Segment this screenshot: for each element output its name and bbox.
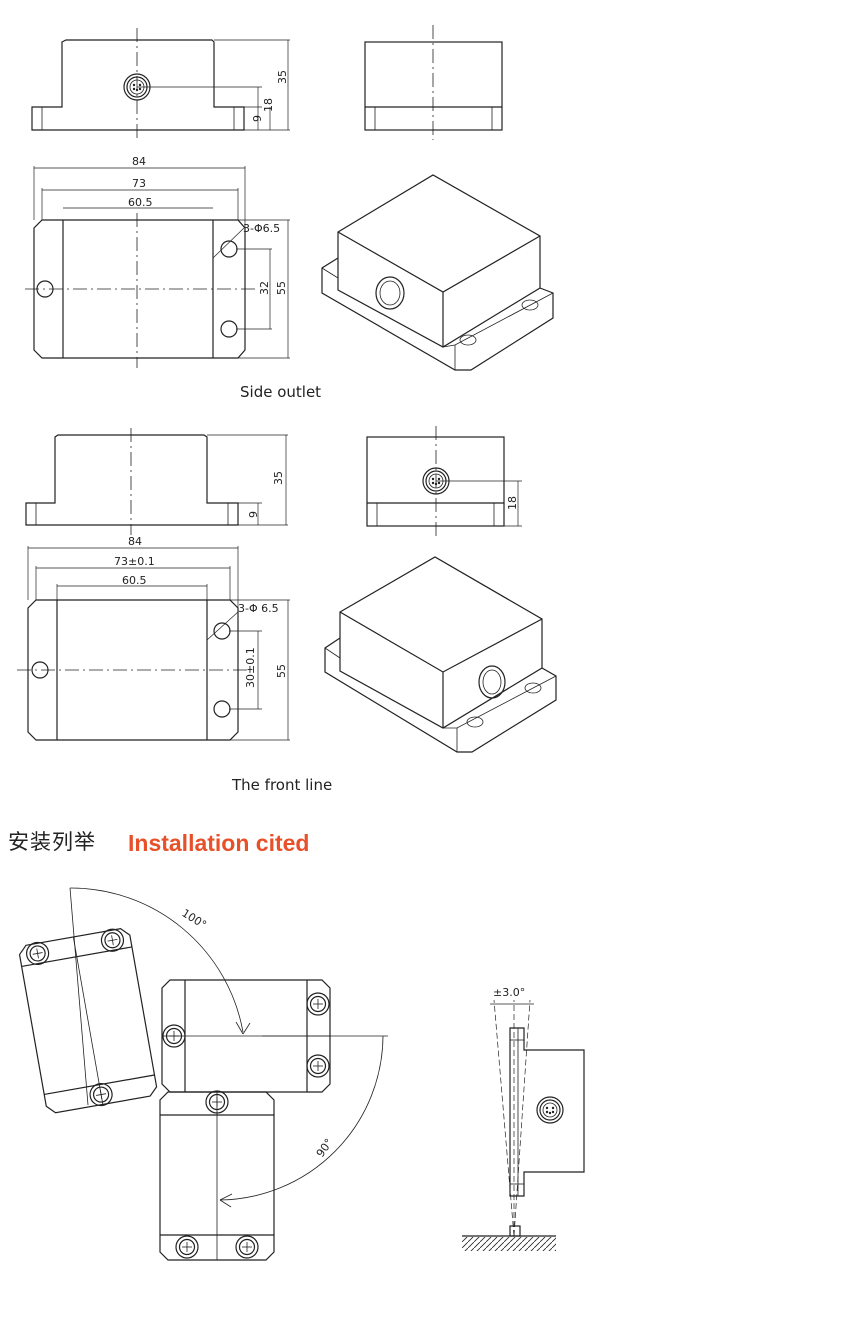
dim-height-18: 18	[262, 98, 275, 112]
side-outlet-isometric	[321, 174, 554, 371]
dim-height-55: 55	[275, 281, 288, 295]
dim-height-9: 9	[251, 115, 264, 122]
dim-width-84: 84	[128, 535, 142, 548]
front-line-front-view: 35 9	[25, 428, 288, 535]
dim-spacing-30: 30±0.1	[244, 647, 257, 688]
caption-side-outlet: Side outlet	[240, 383, 322, 401]
dim-width-84: 84	[132, 155, 146, 168]
screw-icon	[306, 992, 330, 1016]
dim-width-73: 73	[132, 177, 146, 190]
dim-spacing-32: 32	[258, 281, 271, 295]
section-title-chinese: 安装列举	[8, 830, 96, 854]
dim-width-73: 73±0.1	[114, 555, 155, 568]
angle-90-label: 90°	[314, 1136, 336, 1159]
screw-icon	[205, 1090, 229, 1114]
dim-height-18: 18	[506, 496, 519, 510]
side-outlet-front-view: 35 18 9	[31, 28, 290, 140]
installation-tilt-diagram: ±3.0°	[462, 986, 585, 1251]
caption-front-line: The front line	[232, 776, 333, 794]
tilt-angle-label: ±3.0°	[493, 986, 525, 999]
dim-width-60-5: 60.5	[122, 574, 147, 587]
front-line-isometric	[324, 556, 557, 753]
dim-height-35: 35	[276, 70, 289, 84]
front-line-side-view: 18	[366, 426, 522, 536]
dim-hole-dia: 3-Φ6.5	[243, 222, 280, 235]
connector-icon	[536, 1096, 564, 1124]
dim-hole-dia: 3-Φ 6.5	[238, 602, 279, 615]
front-line-top-view: 84 73±0.1 60.5 3-Φ 6.5 30±0.1 55	[17, 535, 290, 741]
screw-icon	[235, 1235, 259, 1259]
side-outlet-side-view	[364, 25, 503, 140]
screw-icon	[162, 1024, 186, 1048]
section-title-english: Installation cited	[128, 830, 310, 856]
angle-100-label: 100°	[179, 907, 208, 932]
dim-height-55: 55	[275, 664, 288, 678]
dim-width-60-5: 60.5	[128, 196, 153, 209]
installation-rotation-diagram: 100° 90°	[18, 887, 388, 1261]
screw-icon	[306, 1054, 330, 1078]
dim-height-9: 9	[247, 511, 260, 518]
side-outlet-top-view: 84 73 60.5 3-Φ6.5 32 55	[25, 155, 290, 368]
dim-height-35: 35	[272, 471, 285, 485]
screw-icon	[175, 1235, 199, 1259]
